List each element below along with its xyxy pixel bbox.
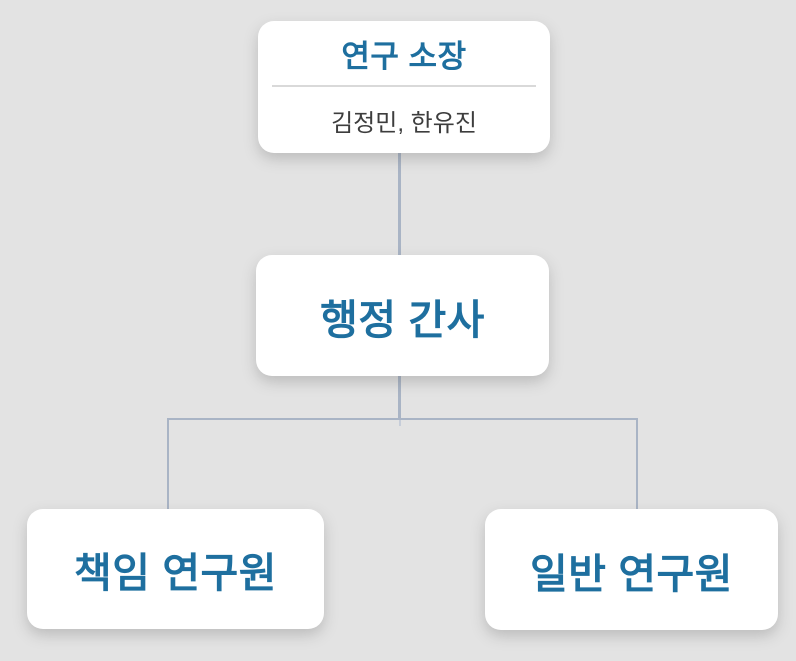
connector-drop-left: [167, 418, 169, 509]
research-director-members: 김정민, 한유진: [331, 109, 477, 137]
connector-admin-down: [398, 376, 401, 419]
senior-researcher-title: 책임 연구원: [74, 550, 277, 596]
connector-director-to-admin: [398, 153, 401, 255]
connector-center-stub: [399, 420, 401, 426]
connector-drop-right: [636, 418, 638, 509]
node-general-researcher: 일반 연구원: [485, 509, 778, 630]
title-divider: [272, 85, 536, 87]
node-senior-researcher: 책임 연구원: [27, 509, 324, 629]
general-researcher-title: 일반 연구원: [530, 550, 733, 597]
connector-horizontal-branch: [167, 418, 638, 420]
admin-secretary-title: 행정 간사: [320, 296, 485, 343]
research-director-title: 연구 소장: [341, 38, 467, 74]
node-research-director: 연구 소장 김정민, 한유진: [258, 21, 550, 153]
node-admin-secretary: 행정 간사: [256, 255, 549, 376]
